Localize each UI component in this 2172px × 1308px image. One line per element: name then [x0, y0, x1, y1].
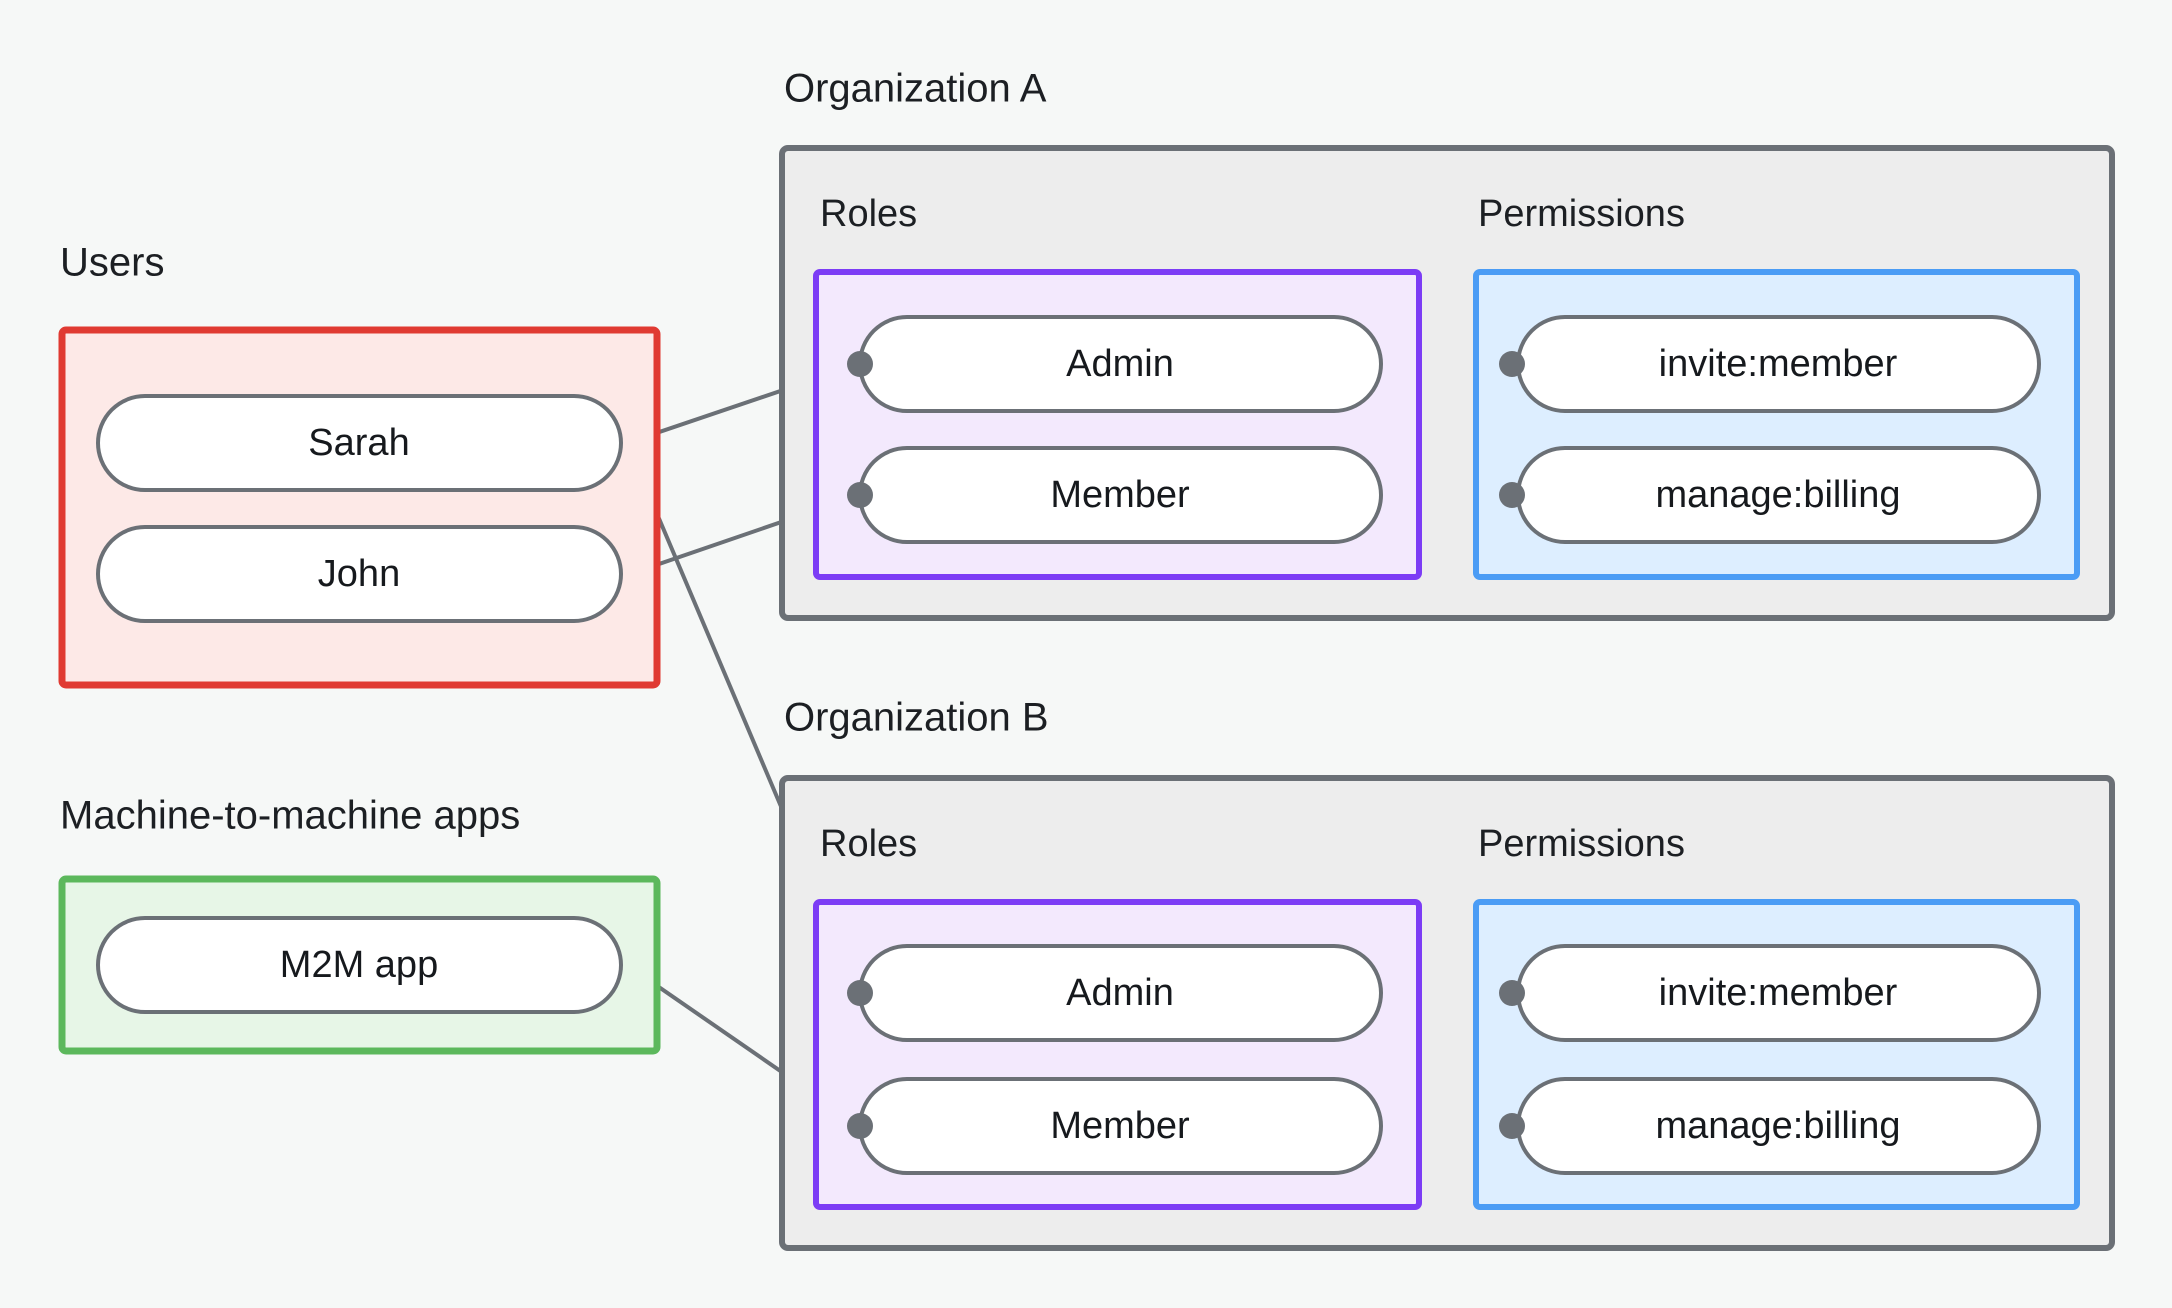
node-m2m-app[interactable]: M2M app: [96, 916, 623, 1014]
node-org-a-admin[interactable]: Admin: [858, 315, 1383, 413]
organization-b: Organization B Roles Admin Member Permis…: [779, 696, 2115, 1251]
users-container: [58, 326, 661, 689]
node-org-a-admin-label: Admin: [1066, 343, 1174, 385]
endpoint-org-a-manage-billing-in: [1499, 482, 1525, 508]
node-john-label: John: [318, 553, 400, 595]
users-group: Users Sarah John: [58, 241, 661, 689]
node-org-b-admin-label: Admin: [1066, 972, 1174, 1014]
endpoint-org-b-manage-billing-in: [1499, 1113, 1525, 1139]
users-group-label: Users: [60, 241, 164, 285]
node-sarah[interactable]: Sarah: [96, 394, 623, 492]
node-org-a-member[interactable]: Member: [858, 446, 1383, 544]
node-org-b-manage-billing-label: manage:billing: [1655, 1105, 1900, 1147]
organization-a-roles-label: Roles: [820, 193, 917, 235]
organization-a-permissions-label: Permissions: [1478, 193, 1685, 235]
node-org-a-invite-member-label: invite:member: [1659, 343, 1898, 385]
endpoint-org-a-invite-member-in: [1499, 351, 1525, 377]
node-m2m-app-label: M2M app: [280, 944, 438, 986]
organization-b-roles-label: Roles: [820, 823, 917, 865]
node-sarah-pill[interactable]: [96, 394, 623, 492]
node-org-b-member[interactable]: Member: [858, 1077, 1383, 1175]
node-org-b-member-label: Member: [1050, 1105, 1190, 1147]
node-org-b-invite-member[interactable]: invite:member: [1516, 944, 2041, 1042]
node-sarah-label: Sarah: [308, 422, 409, 464]
node-org-a-invite-member[interactable]: invite:member: [1516, 315, 2041, 413]
node-org-b-manage-billing[interactable]: manage:billing: [1516, 1077, 2041, 1175]
endpoint-org-b-invite-member-in: [1499, 980, 1525, 1006]
organization-b-permissions-label: Permissions: [1478, 823, 1685, 865]
m2m-group-label: Machine-to-machine apps: [60, 794, 520, 838]
node-org-a-manage-billing-label: manage:billing: [1655, 474, 1900, 516]
node-org-b-admin[interactable]: Admin: [858, 944, 1383, 1042]
node-org-a-member-label: Member: [1050, 474, 1190, 516]
node-org-a-manage-billing[interactable]: manage:billing: [1516, 446, 2041, 544]
endpoint-org-a-member-in: [847, 482, 873, 508]
node-john-pill[interactable]: [96, 525, 623, 623]
endpoint-org-a-admin-in: [847, 351, 873, 377]
organization-a: Organization A Roles Admin Member Permis…: [779, 67, 2115, 621]
node-org-b-invite-member-label: invite:member: [1659, 972, 1898, 1014]
endpoint-org-b-admin-in: [847, 980, 873, 1006]
node-m2m-app-pill[interactable]: [96, 916, 623, 1014]
m2m-group: Machine-to-machine apps M2M app: [58, 794, 661, 1055]
organization-b-label: Organization B: [784, 696, 1049, 740]
endpoint-org-b-member-in: [847, 1113, 873, 1139]
node-john[interactable]: John: [96, 525, 623, 623]
endpoint-layer: [847, 351, 1525, 1139]
organization-a-label: Organization A: [784, 67, 1047, 111]
